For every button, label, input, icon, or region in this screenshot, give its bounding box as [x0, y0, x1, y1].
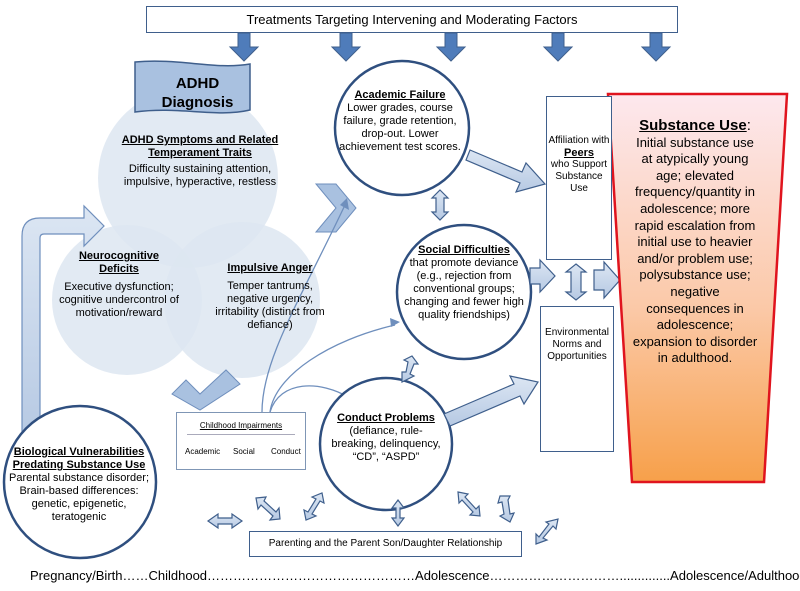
environment-box-text: Environmental Norms and Opportunities — [545, 327, 609, 362]
parenting-box: Parenting and the Parent Son/Daughter Re… — [249, 531, 522, 557]
parenting-arrow-2 — [255, 496, 281, 521]
chevron-right-arrow — [314, 183, 357, 233]
substance-use-shape — [606, 92, 789, 484]
childhood-impairments-title: Childhood Impairments — [199, 421, 283, 430]
treatments-banner: Treatments Targeting Intervening and Mod… — [146, 6, 678, 33]
impairment-item: Academic — [185, 447, 221, 456]
down-arrow-3 — [435, 32, 467, 62]
down-arrow-2 — [330, 32, 362, 62]
environment-box: Environmental Norms and Opportunities — [540, 306, 614, 452]
peers-box-pre: Affiliation with — [548, 135, 610, 146]
block-arrows — [206, 149, 621, 545]
conduct-problems-block: Conduct Problems (defiance, rule-breakin… — [330, 412, 442, 464]
biological-up-arrow — [21, 204, 105, 441]
social-difficulties-body: that promote deviance (e.g., rejection f… — [404, 257, 524, 321]
biological-block: Biological Vulnerabilities Predating Sub… — [4, 446, 154, 524]
parenting-arrow-3 — [303, 492, 325, 521]
neurocognitive-title: Neurocognitive Deficits — [78, 250, 160, 275]
parenting-arrow-6 — [497, 495, 516, 523]
social-difficulties-circle — [395, 223, 533, 361]
adhd-diagnosis-banner — [134, 60, 251, 114]
conduct-to-env-arrow — [443, 375, 539, 427]
peers-box-post: who Support Substance Use — [550, 159, 608, 194]
parenting-arrow-5 — [457, 491, 481, 517]
parenting-arrow-1 — [206, 512, 244, 530]
parenting-arrow-7 — [535, 518, 559, 545]
academic-failure-body: Lower grades, course failure, grade rete… — [339, 102, 461, 153]
social-difficulties-block: Social Difficulties that promote devianc… — [398, 244, 530, 322]
social-conduct-updown-arrow — [401, 355, 420, 383]
boxes-to-substance-arrow — [593, 260, 621, 300]
thin-arrowheads — [340, 198, 400, 402]
developmental-timeline: Pregnancy/Birth……Childhood……………………………………… — [30, 568, 800, 583]
treatment-down-arrows — [228, 32, 672, 62]
conduct-problems-title: Conduct Problems — [337, 412, 435, 424]
impairment-item: Conduct — [271, 447, 301, 456]
peers-box-peers: Peers — [564, 147, 594, 159]
impulsive-anger-title: Impulsive Anger — [227, 262, 313, 274]
substance-use-block: Substance Use: Initial substance use at … — [630, 117, 760, 367]
neurocognitive-block: Neurocognitive Deficits Executive dysfun… — [58, 250, 180, 320]
academic-failure-title: Academic Failure — [354, 89, 446, 101]
symptoms-title: ADHD Symptoms and Related Temperament Tr… — [121, 134, 279, 159]
impairment-item: Social — [233, 447, 255, 456]
biological-body: Parental substance disorder; Brain-based… — [8, 472, 150, 523]
down-arrow-5 — [640, 32, 672, 62]
substance-use-colon: : — [746, 117, 751, 134]
adhd-diagnosis-label: ADHD Diagnosis — [161, 75, 234, 111]
academic-failure-block: Academic Failure Lower grades, course fa… — [338, 89, 462, 154]
neurocognitive-body: Executive dysfunction; cognitive underco… — [59, 281, 179, 319]
social-to-right-arrow — [529, 258, 556, 294]
biological-circle — [2, 404, 158, 560]
neurocognitive-circle — [52, 225, 202, 375]
biological-title: Biological Vulnerabilities Predating Sub… — [12, 446, 146, 471]
conduct-problems-body: (defiance, rule-breaking, delinquency, “… — [331, 425, 441, 463]
social-difficulties-title: Social Difficulties — [418, 244, 510, 256]
down-arrow-1 — [228, 32, 260, 62]
symptoms-body: Difficulty sustaining attention, impulsi… — [123, 163, 277, 188]
academic-social-updown-arrow — [430, 189, 450, 221]
childhood-impairments-divider — [187, 434, 295, 435]
down-arrow-4 — [542, 32, 574, 62]
substance-use-title: Substance Use — [639, 117, 747, 134]
peers-box: Affiliation with Peers who Support Subst… — [546, 96, 612, 260]
substance-use-body: Initial substance use at atypically youn… — [632, 134, 758, 366]
symptoms-block: ADHD Symptoms and Related Temperament Tr… — [120, 134, 280, 189]
academic-to-peers-arrow — [465, 149, 547, 193]
impulsive-anger-body: Temper tantrums, negative urgency, irrit… — [215, 280, 325, 331]
peers-env-updown-arrow — [564, 263, 588, 301]
academic-failure-circle — [333, 59, 471, 197]
chevron-down-arrow — [171, 369, 241, 411]
impulsive-anger-block: Impulsive Anger Temper tantrums, negativ… — [210, 262, 330, 332]
childhood-impairments-box: Childhood Impairments Academic Social Co… — [176, 412, 306, 470]
parenting-arrow-4 — [390, 499, 406, 527]
conduct-problems-circle — [318, 376, 454, 512]
thin-connector-arrows — [261, 204, 396, 413]
